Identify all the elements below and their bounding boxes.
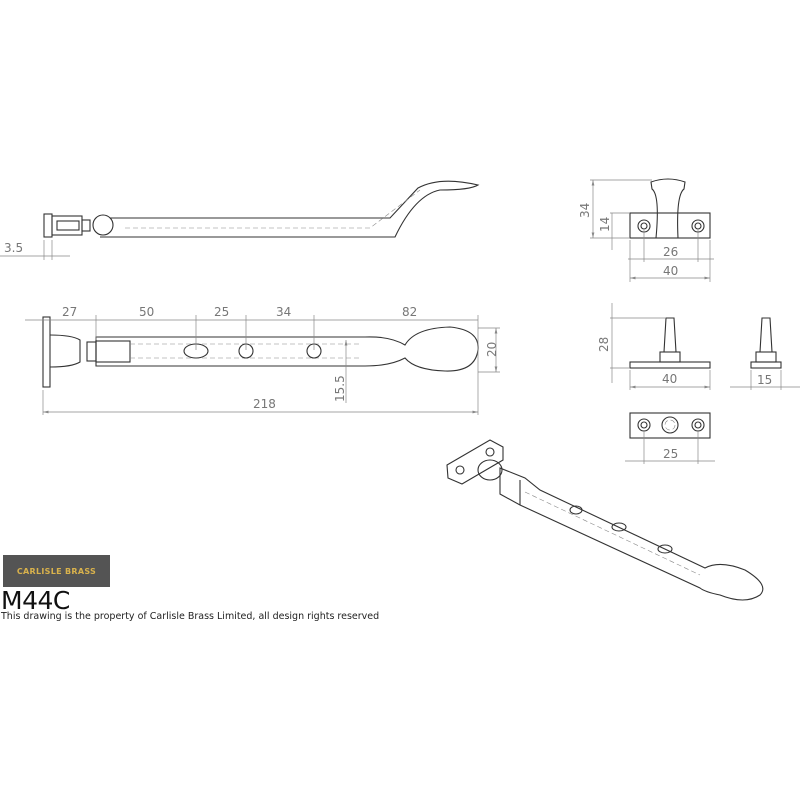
dim-keep-height: 34 [578, 203, 592, 218]
copyright-caption: This drawing is the property of Carlisle… [1, 611, 380, 622]
dim-keep-side-width: 40 [662, 372, 677, 386]
keep-side-view: 28 40 [597, 303, 711, 390]
dim-keep-base-hole-centres: 25 [663, 447, 678, 461]
logo-text: CARLISLE BRASS [16, 566, 97, 576]
keep-base-view: 25 [625, 412, 715, 464]
carlisle-brass-logo: CARLISLE BRASS [3, 555, 110, 587]
dim-overall-length: 218 [253, 397, 276, 411]
dim-keep-hole-centres: 26 [663, 245, 678, 259]
isometric-view [446, 439, 764, 601]
plan-view: 27 50 25 34 82 20 15.5 218 [25, 305, 500, 415]
dim-bar-offset: 15.5 [333, 375, 347, 402]
dim-27: 27 [62, 305, 77, 319]
dim-82: 82 [402, 305, 417, 319]
dim-25: 25 [214, 305, 229, 319]
dim-34: 34 [276, 305, 291, 319]
dim-handle-width: 20 [485, 342, 499, 357]
dim-50: 50 [139, 305, 154, 319]
keep-end-view: 15 [730, 317, 800, 390]
dim-keep-plate-width: 40 [663, 264, 678, 278]
dim-keep-end-width: 15 [757, 373, 772, 387]
dim-keep-plate-height: 14 [598, 217, 612, 232]
dim-plate-thickness: 3.5 [4, 241, 23, 255]
keep-top-view: 34 14 26 40 [578, 178, 714, 282]
dim-keep-side-height: 28 [597, 337, 611, 352]
side-view: 3.5 [0, 180, 480, 260]
product-code: M44C [1, 586, 70, 615]
